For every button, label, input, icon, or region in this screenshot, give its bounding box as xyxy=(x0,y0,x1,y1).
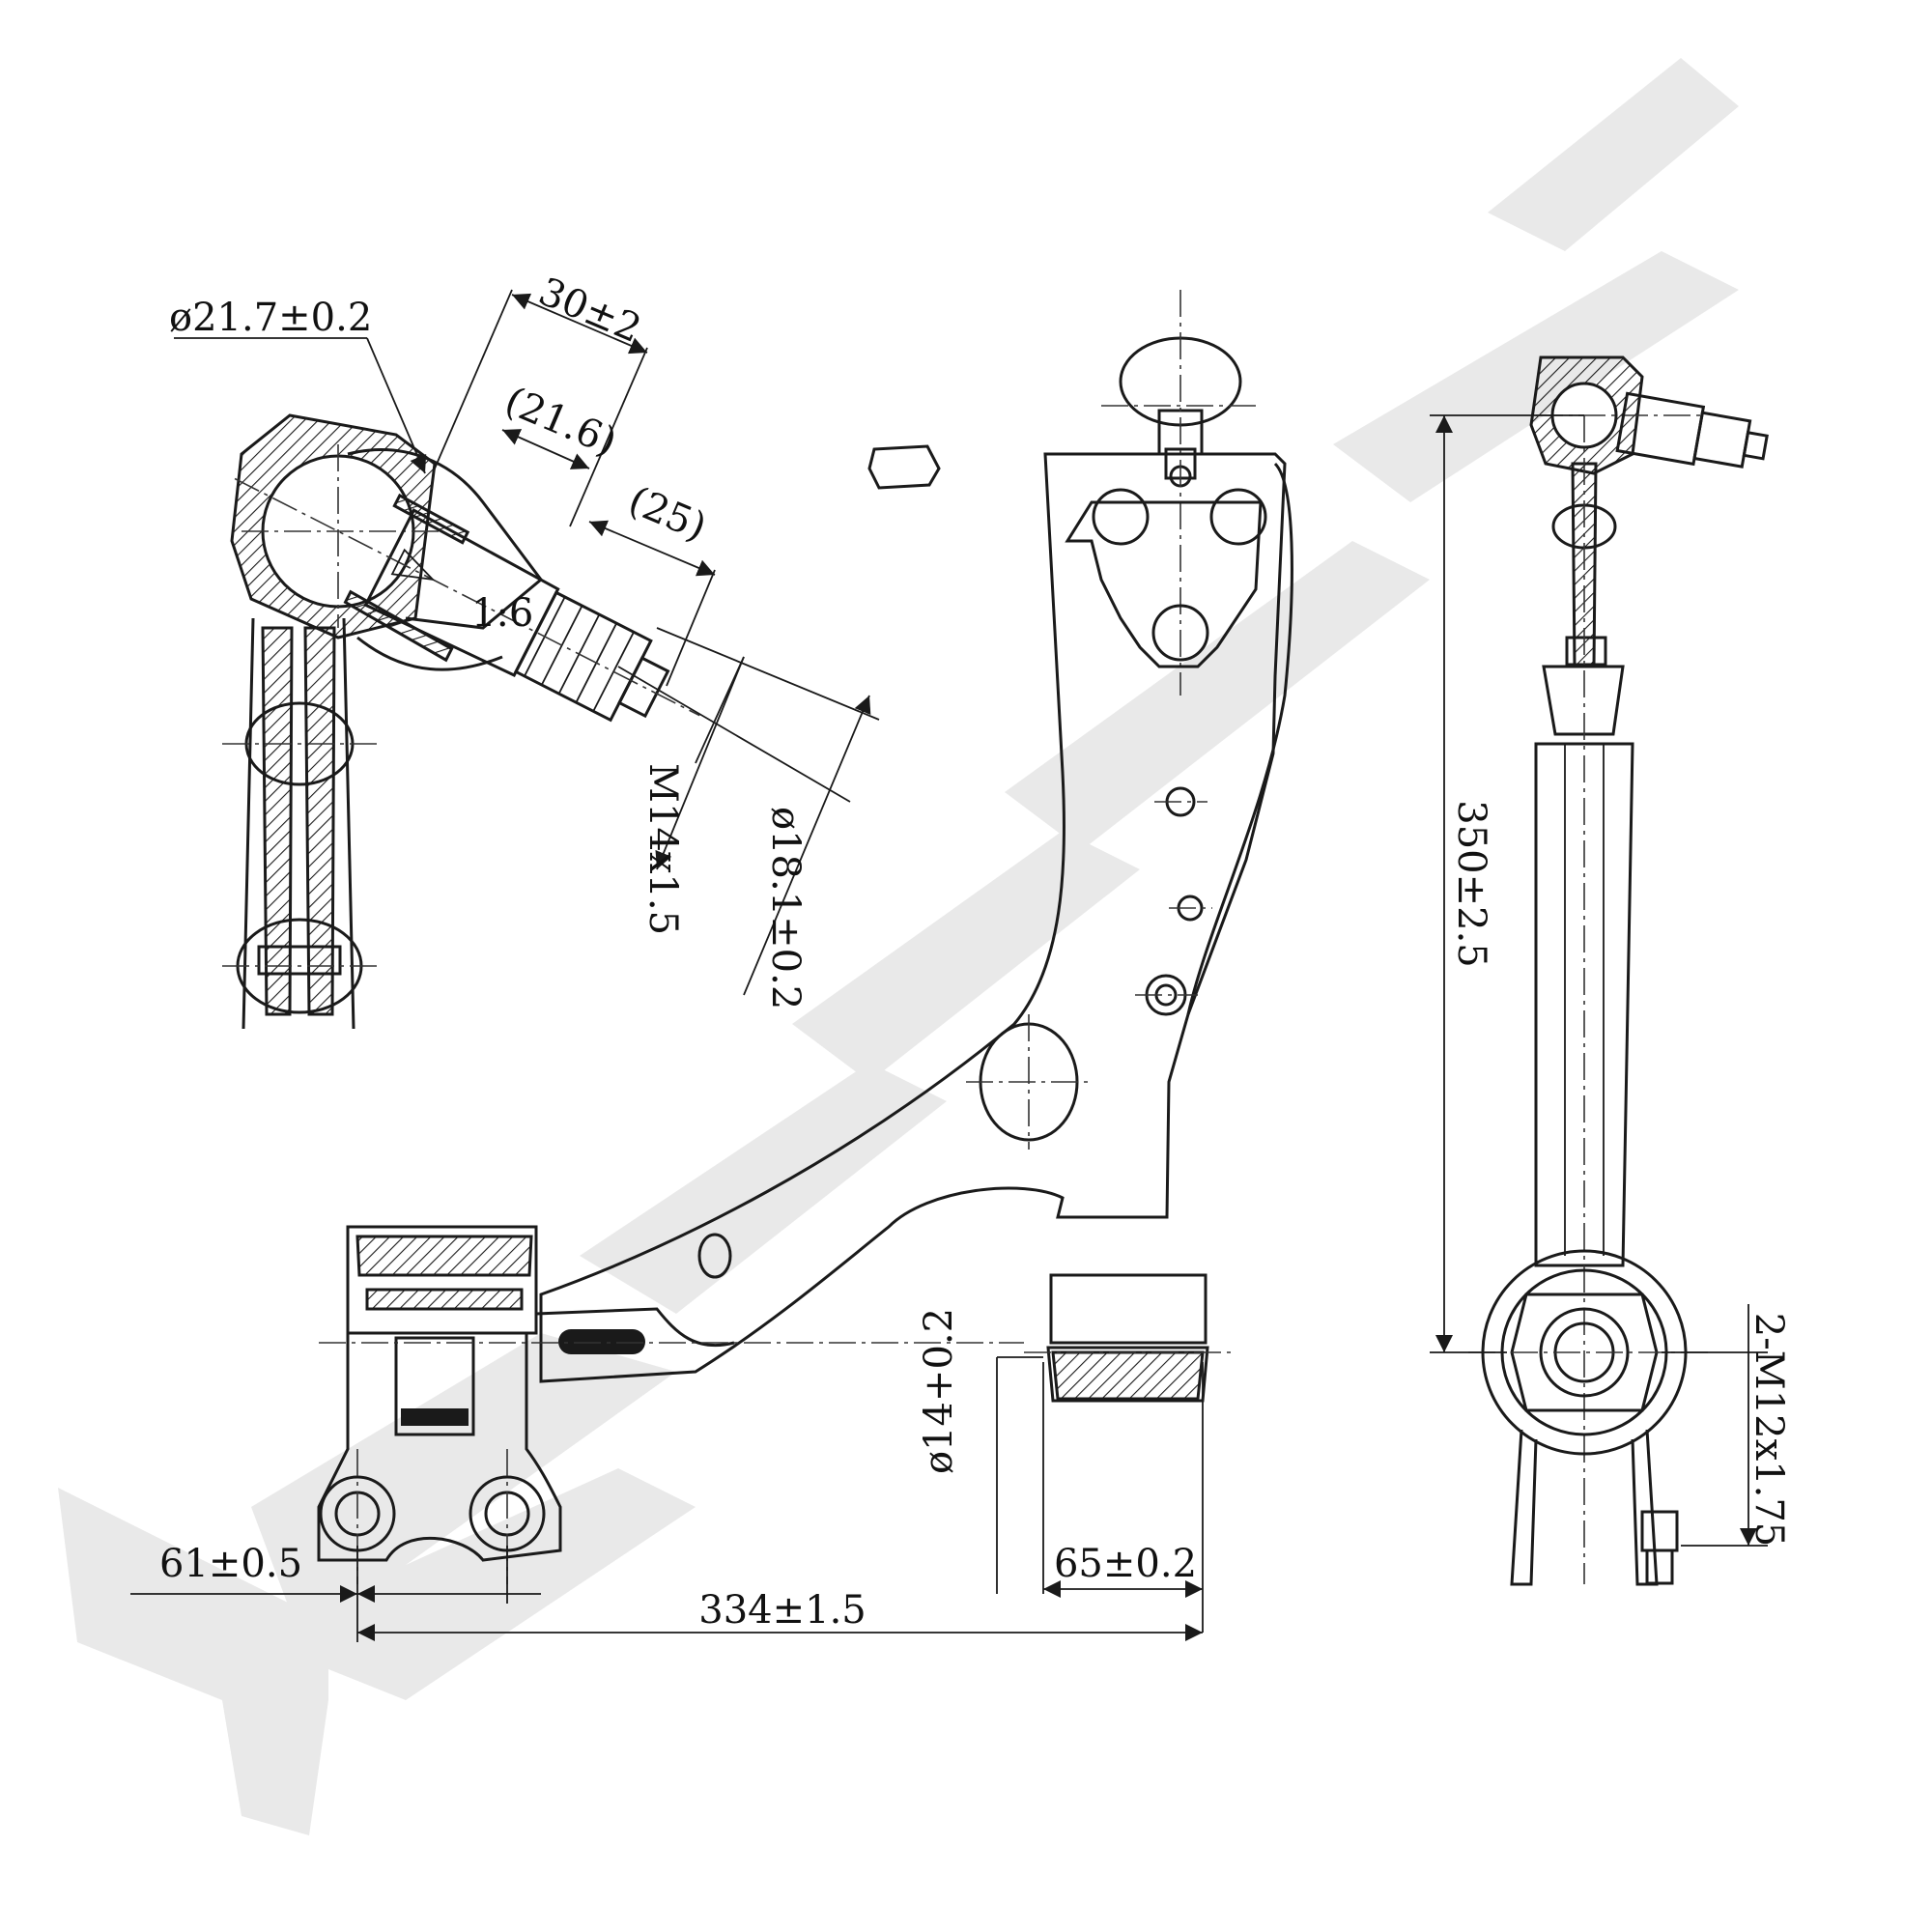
bolt-thread-label: 2-M12x1.75 xyxy=(1747,1313,1791,1547)
bushing-width-label: 65±0.2 xyxy=(1054,1542,1197,1586)
control-arm-main-view xyxy=(317,290,1293,1584)
ball-joint-section xyxy=(222,413,700,1030)
stud-ref-1-label: (21.6) xyxy=(498,379,623,465)
arm-height-label: 350±2.5 xyxy=(1449,800,1493,967)
taper-ratio-label: 1:6 xyxy=(471,591,533,636)
stud-length-label: 30±2 xyxy=(532,270,647,352)
ball-joint-dimension-lines xyxy=(174,289,880,996)
control-arm-side-view xyxy=(1468,355,1769,1586)
thread-spec-label: M14x1.5 xyxy=(640,763,685,935)
ball-diameter-label: ø21.7±0.2 xyxy=(169,296,372,340)
mount-offset-label: 61±0.5 xyxy=(159,1542,302,1586)
arm-span-label: 334±1.5 xyxy=(698,1588,866,1633)
watermark-logo xyxy=(58,58,1739,1835)
bushing-bore-label: ø14+0.2 xyxy=(917,1308,961,1474)
side-view-dimension-lines xyxy=(1430,414,1768,1547)
main-view-dimension-lines xyxy=(130,1356,1204,1642)
stud-ref-2-label: (25) xyxy=(622,478,713,550)
taper-diameter-label: ø18.1±0.2 xyxy=(763,807,808,1009)
